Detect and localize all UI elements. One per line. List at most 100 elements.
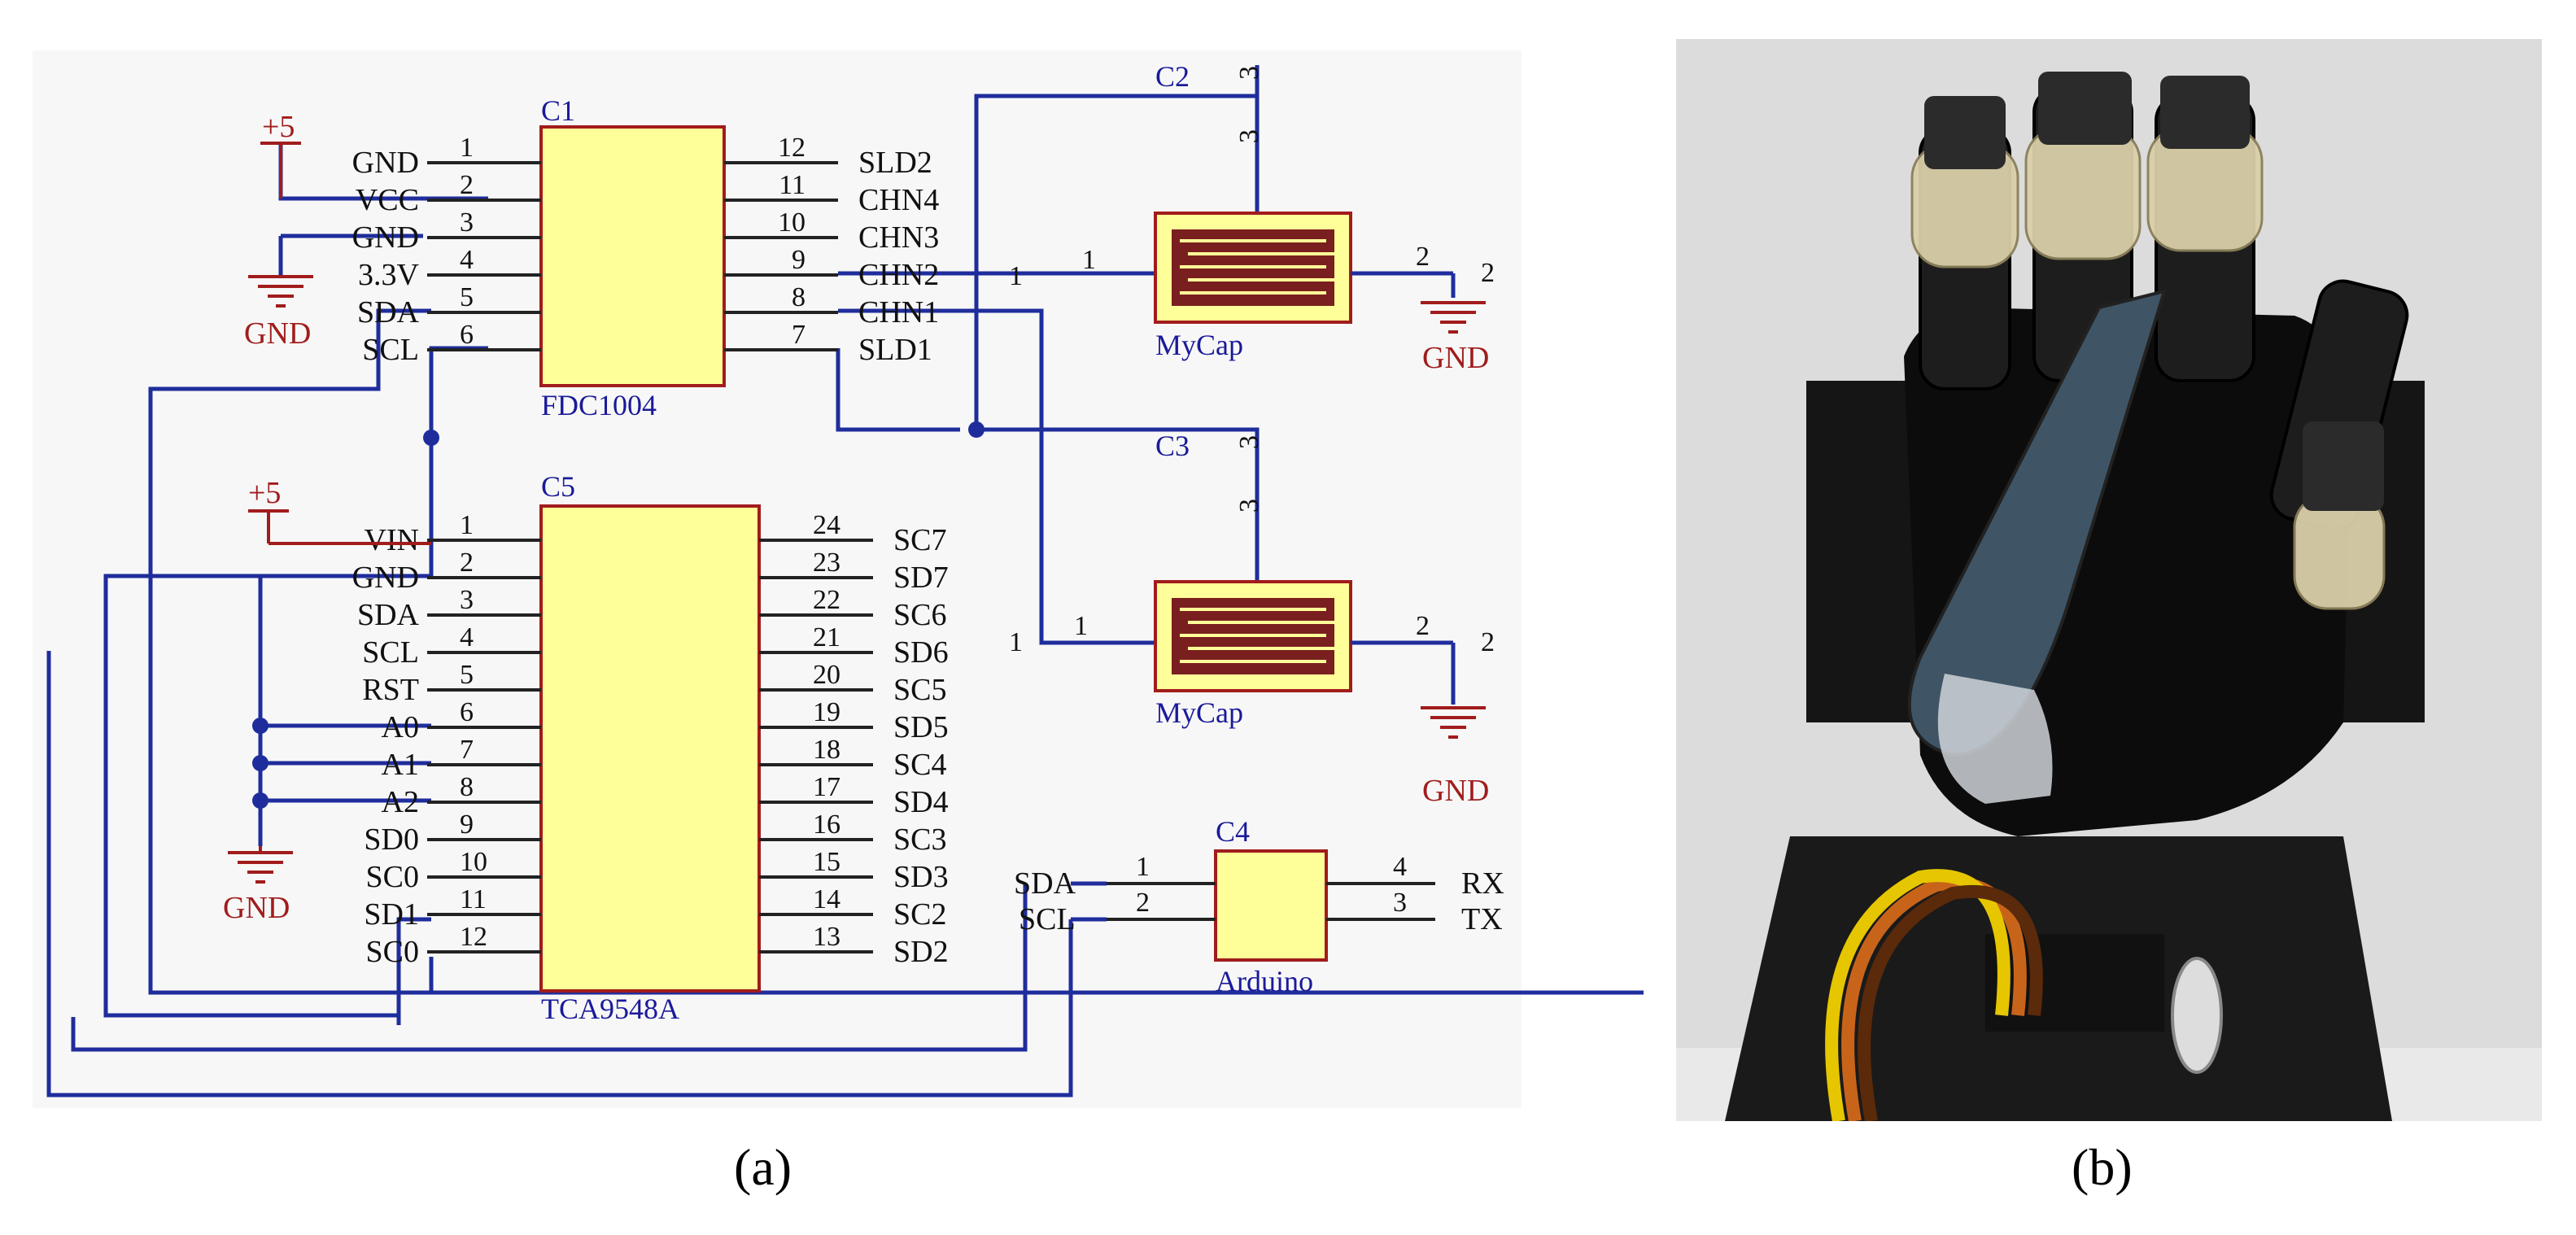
c1-left-pin-num: 3 xyxy=(460,207,474,238)
c5-right-pin-num: 18 xyxy=(813,735,840,765)
c2-capacitor xyxy=(1154,212,1352,324)
c5-left-pin-num: 12 xyxy=(460,922,487,952)
c5-left-pin-num: 1 xyxy=(460,510,474,540)
c3-pin1: 1 xyxy=(1074,611,1088,641)
c3-part: MyCap xyxy=(1155,696,1243,729)
c3-pin2-outer: 2 xyxy=(1481,627,1495,657)
ground-symbols xyxy=(228,275,1486,884)
c1-right-pin-num: 11 xyxy=(779,170,806,200)
c5-left-pin-num: 11 xyxy=(460,884,487,914)
c1-left-pin-name: 3.3V xyxy=(358,258,420,292)
c5-right-pin-name: SD2 xyxy=(893,935,949,969)
c4-ref: C4 xyxy=(1216,815,1250,848)
caption-b: (b) xyxy=(2072,1138,2133,1196)
c5-right-pin-name: SC6 xyxy=(893,598,946,632)
c5-left-pin-name: SD0 xyxy=(364,823,419,857)
c5-left-pin-name: GND xyxy=(352,561,419,595)
c1-right-pin-name: CHN1 xyxy=(858,295,939,329)
c5-right-pin-num: 13 xyxy=(813,922,840,952)
c5-left-pin-num: 9 xyxy=(460,810,474,840)
c1-right-pin-num: 8 xyxy=(792,282,806,312)
c3-pin1-outer: 1 xyxy=(1009,627,1023,657)
c4-part: Arduino xyxy=(1216,965,1313,997)
c1-left-pin-num: 1 xyxy=(460,133,474,163)
c1-left-pin-num: 4 xyxy=(460,245,474,275)
c5-right-pin-name: SD4 xyxy=(893,785,949,819)
c5-left-pin-name: SC0 xyxy=(366,860,419,894)
c5-right-pin-name: SD3 xyxy=(893,860,949,894)
c5-right-pin-name: SC4 xyxy=(893,748,946,782)
c1-right-pin-num: 12 xyxy=(778,133,806,163)
c3-capacitor xyxy=(1154,580,1352,692)
c5-right-pin-num: 16 xyxy=(813,810,840,840)
c5-left-pin-num: 7 xyxy=(460,735,474,765)
c4-rx-label: RX xyxy=(1461,866,1504,901)
c4-tx-label: TX xyxy=(1461,902,1503,936)
c5-left-pin-name: SD1 xyxy=(364,897,419,932)
c1-right-pin-name: CHN2 xyxy=(858,258,939,292)
c2-pin2-outer: 2 xyxy=(1481,258,1495,288)
c5-part: TCA9548A xyxy=(541,993,679,1025)
c5-right-pin-num: 24 xyxy=(813,510,840,540)
c5-left-pin-name: A2 xyxy=(382,785,419,819)
wire-network xyxy=(46,65,1644,1098)
c5-right-pin-name: SC5 xyxy=(893,673,946,707)
c1-left-pin-name: SCL xyxy=(362,333,419,367)
c5-right-pin-num: 22 xyxy=(813,585,840,615)
c5-right-pin-name: SD6 xyxy=(893,635,949,670)
c4-pin3: 3 xyxy=(1393,888,1407,918)
c3-pin2: 2 xyxy=(1416,611,1430,641)
c5-right-pin-name: SD5 xyxy=(893,710,949,744)
c4-sda-label: SDA xyxy=(1014,866,1076,901)
c5-left-pin-num: 10 xyxy=(460,847,487,877)
c3-pin3-inner: 3 xyxy=(1234,499,1264,513)
c5-left-pin-num: 2 xyxy=(460,548,474,578)
c1-ref: C1 xyxy=(541,94,575,127)
c1-right-pin-num: 7 xyxy=(792,320,806,350)
c5-right-pin-num: 14 xyxy=(813,884,840,914)
c2-part: MyCap xyxy=(1155,329,1243,361)
c1-right-pin-num: 10 xyxy=(778,207,806,238)
c5-left-pin-num: 4 xyxy=(460,622,474,652)
c4-pin4: 4 xyxy=(1393,852,1407,882)
c5-left-pin-num: 5 xyxy=(460,660,474,690)
c5-left-pin-name: SDA xyxy=(357,598,420,632)
c3-ref: C3 xyxy=(1155,430,1190,462)
c5-right-pin-num: 17 xyxy=(813,772,840,802)
c4-pin2: 2 xyxy=(1136,888,1150,918)
c5-left-pin-num: 3 xyxy=(460,585,474,615)
c4-chip xyxy=(1214,849,1328,962)
c5-left-pin-name: SCL xyxy=(362,635,419,670)
c1-left-pin-name: GND xyxy=(352,146,419,180)
gnd-label-c2: GND xyxy=(1422,341,1489,375)
c2-pin1-outer: 1 xyxy=(1009,261,1023,291)
c5-left-pin-name: SC0 xyxy=(366,935,419,969)
junction-dots xyxy=(252,421,985,809)
c1-left-pin-num: 2 xyxy=(460,170,474,200)
gnd-label-c1: GND xyxy=(244,316,311,351)
c1-chip xyxy=(539,125,726,387)
c2-pin2: 2 xyxy=(1416,242,1430,272)
c5-left-pin-name: VIN xyxy=(364,523,419,557)
c5-left-pin-name: RST xyxy=(362,673,419,707)
c2-pin1: 1 xyxy=(1082,245,1096,275)
c5-right-pin-name: SC2 xyxy=(893,897,946,932)
c5-left-pin-num: 8 xyxy=(460,772,474,802)
c5-right-pin-name: SC7 xyxy=(893,523,946,557)
robotic-hand-photo xyxy=(1676,39,2542,1121)
c5-right-pin-num: 15 xyxy=(813,847,840,877)
c5-right-pin-num: 23 xyxy=(813,548,840,578)
c4-pin-leads xyxy=(1107,882,1435,921)
c5-left-pin-num: 6 xyxy=(460,697,474,727)
c1-left-pin-name: GND xyxy=(352,220,419,255)
c2-pin3-inner: 3 xyxy=(1234,129,1264,143)
c1-right-pin-name: SLD1 xyxy=(858,333,932,367)
plus5-label-mid: +5 xyxy=(248,476,281,510)
c1-left-pin-name: SDA xyxy=(357,295,420,329)
caption-a: (a) xyxy=(734,1138,792,1196)
c5-right-pin-name: SC3 xyxy=(893,823,946,857)
